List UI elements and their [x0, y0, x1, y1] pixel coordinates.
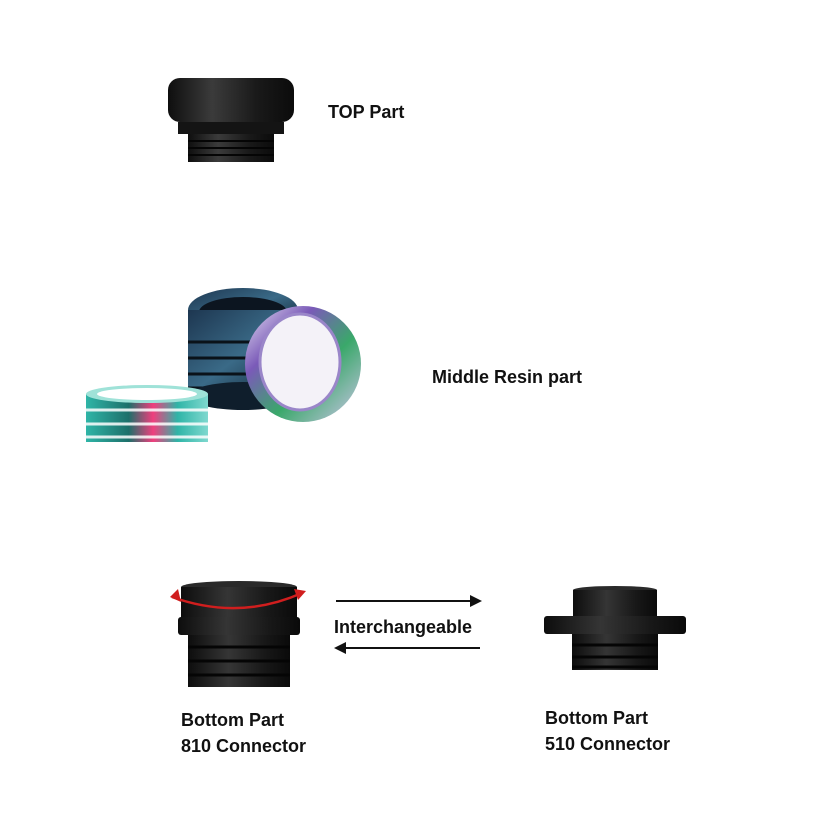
arrow-left-icon [334, 641, 480, 655]
bottom-810-label-line2: 810 Connector [181, 736, 307, 756]
bottom-510-label-line2: 510 Connector [545, 734, 671, 754]
bottom-810-label-line1: Bottom Part [181, 710, 284, 730]
bottom-510-label-line1: Bottom Part [545, 708, 648, 728]
arrow-right-icon [336, 594, 482, 608]
middle-resin-label: Middle Resin part [432, 367, 583, 387]
bottom-810-connector-image [164, 575, 314, 695]
middle-resin-rings-image [78, 282, 378, 452]
top-part-image [160, 70, 300, 170]
interchangeable-label: Interchangeable [334, 617, 473, 637]
top-part-label: TOP Part [328, 102, 405, 122]
bottom-510-connector-image [540, 582, 690, 682]
